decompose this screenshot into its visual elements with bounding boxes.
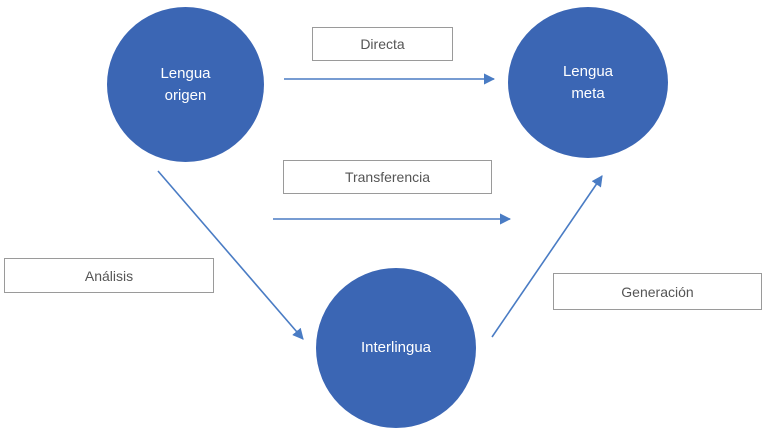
analysis-label: Análisis	[4, 258, 214, 293]
direct-label: Directa	[312, 27, 453, 61]
interlingua-label: Interlingua	[360, 339, 432, 356]
interlingua-node: Interlingua	[316, 268, 476, 428]
source-language-line2: origen	[164, 86, 207, 104]
target-language-line1: Lengua	[562, 62, 614, 80]
target-language-node: Lengua meta	[508, 7, 668, 158]
target-language-line2: meta	[571, 84, 605, 102]
generation-arrow	[491, 175, 603, 338]
source-language-line1: Lengua	[160, 64, 211, 82]
generation-label: Generación	[553, 273, 762, 310]
transfer-label: Transferencia	[283, 160, 492, 194]
source-language-node: Lengua origen	[107, 7, 264, 162]
analysis-arrow	[157, 170, 304, 340]
